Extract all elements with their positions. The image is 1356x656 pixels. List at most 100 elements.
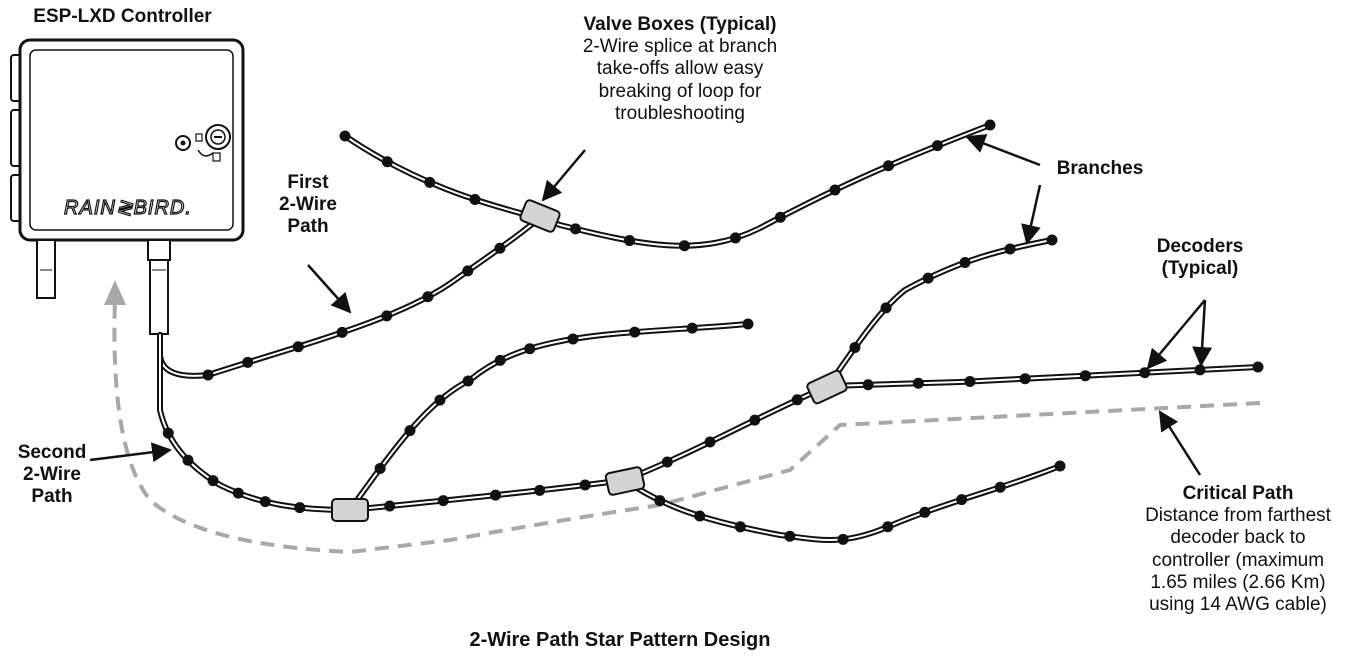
decoder-dot [462,375,474,387]
decoder-dot [624,235,636,247]
decoder-dot [694,510,706,522]
decoder-dot [829,184,841,196]
decoder-dot [1139,367,1151,379]
right-branch-wire [825,234,1058,389]
first-path-line-2: 2-Wire [279,194,337,216]
decoder-dot [424,176,436,188]
critical-path-title: Critical Path [1182,483,1294,504]
second-path-line-1: Second [17,442,87,463]
annotation-arrows [89,134,1213,476]
decoder-dot [994,481,1006,493]
decoder-dot [678,240,690,252]
decoder-dot [494,242,506,254]
decoders-line-2: (Typical) [1161,258,1239,280]
decoder-dot [984,119,996,131]
decoder-dot [422,291,434,303]
decoder-dot [384,500,396,512]
decoders-line-1: Decoders [1156,236,1244,257]
valve-boxes [331,199,848,522]
decoders-arrow-right [1192,299,1213,367]
decoder-dot [880,302,892,314]
decoder-dot [462,265,474,277]
decoder-dot [956,494,968,506]
decoder-dot [922,272,934,284]
decoder-dot [437,495,449,507]
lock-icon [175,124,231,162]
branches-arrow-bottom [1021,184,1042,245]
decoder-dot [336,326,348,338]
decoder-dot [294,502,306,514]
decoder-dot [912,377,924,389]
decoder-dot [259,496,271,508]
first-path-line-1: First [287,172,329,193]
diagram-caption: 2-Wire Path Star Pattern Design [469,629,771,651]
decoder-dot [339,130,351,142]
decoder-dot [784,530,796,542]
decoder-dot [1054,460,1066,472]
second-path-line-3: Path [31,486,73,508]
decoder-dot [749,414,761,426]
decoder-dot [629,326,641,338]
second-path-wire [157,332,831,514]
decoder-dot [232,487,244,499]
valve-box-arrow [541,149,586,202]
valve-boxes-desc-4: troubleshooting [615,102,745,124]
valve-boxes-label: Valve Boxes (Typical) 2-Wire splice at b… [530,14,830,125]
critical-path-desc-5: using 14 AWG cable) [1149,594,1327,616]
decoder-dot [730,232,742,244]
valve-box [331,498,369,522]
first-path-label: First 2-Wire Path [268,172,348,239]
top-branch-wire [339,119,996,252]
decoder-dot [202,369,214,381]
first-path-arrow [307,264,352,314]
branches-arrow-top [965,134,1041,167]
decoder-dot [381,310,393,322]
critical-path-label: Critical Path Distance from farthest dec… [1120,483,1356,616]
decoder-dot [570,223,582,235]
decoder-dot [734,521,746,533]
decoder-dot [959,256,971,268]
second-path-label: Second 2-Wire Path [2,442,102,509]
decoder-dot [1194,364,1206,376]
decoder-dot [837,533,849,545]
decoder-dot [774,211,786,223]
valve-boxes-title: Valve Boxes (Typical) [583,14,777,35]
decoder-dot [207,475,219,487]
decoders-label: Decoders (Typical) [1130,236,1270,280]
decoder-dot [686,322,698,334]
valve-box [519,199,561,233]
rain-bird-logo: RAIN≷BIRD. [64,197,192,219]
first-path-line-3: Path [287,216,329,238]
decoder-dot [1079,370,1091,382]
critical-path-desc-1: Distance from farthest [1145,505,1331,527]
decoder-dot [1252,361,1264,373]
second-path-line-2: 2-Wire [23,464,81,486]
esp-lxd-controller: RAIN≷BIRD. [10,38,245,335]
decoder-dot [534,484,546,496]
decoder-dot [242,356,254,368]
first-path-wire [157,212,546,381]
decoder-dot [381,156,393,168]
decoder-dot [567,333,579,345]
mid-branch-wire [347,318,754,513]
decoder-dot [182,454,194,466]
lower-branch-wire [622,460,1066,545]
critical-path-line [104,280,1261,555]
controller-title: ESP-LXD Controller [33,6,212,27]
decoder-dot [742,318,754,330]
decoder-dot [849,341,861,353]
decoder-dot [434,394,446,406]
valve-boxes-desc-2: take-offs allow easy [596,58,764,80]
decoder-dot [469,193,481,205]
decoder-dot [494,354,506,366]
critical-path-desc-3: controller (maximum [1151,549,1325,571]
decoder-dot [1046,234,1058,246]
decoder-dot [654,495,666,507]
second-path-arrow [89,442,172,463]
two-wire-paths [157,119,1264,545]
decoder-dot [882,521,894,533]
decoder-dot [931,140,943,152]
valve-boxes-desc-3: breaking of loop for [598,80,762,102]
decoder-dot [1019,373,1031,385]
decoder-dot [489,489,501,501]
